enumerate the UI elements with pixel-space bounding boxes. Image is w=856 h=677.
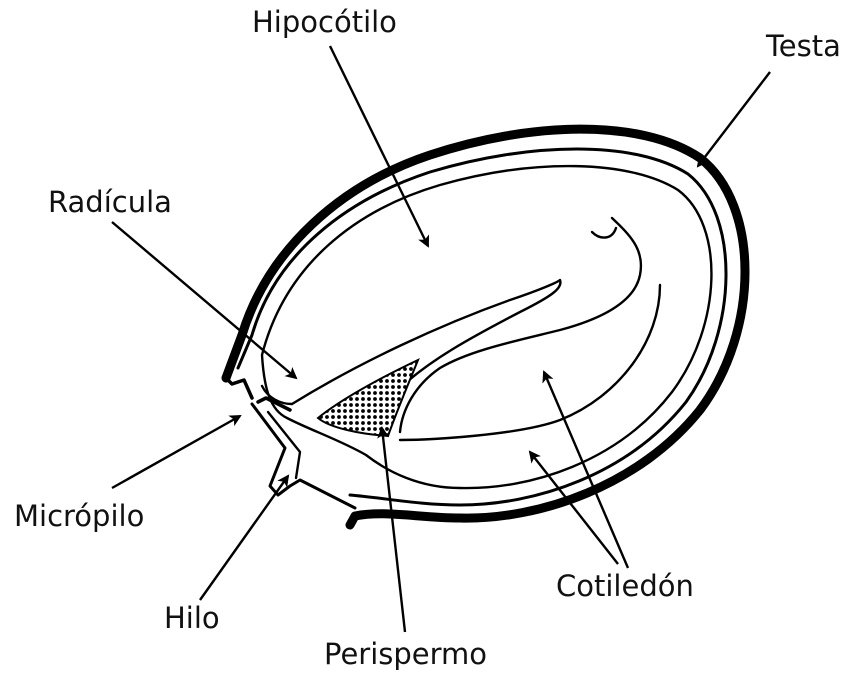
cotyledon-outer-fold xyxy=(400,218,641,432)
arrow-hilo xyxy=(200,476,288,600)
arrow-perispermo xyxy=(382,428,405,632)
arrow-radicula xyxy=(112,222,296,378)
arrow-testa xyxy=(698,72,770,166)
cotyledon-inner-fold xyxy=(400,285,660,440)
label-cotiledon: Cotiledón xyxy=(556,569,694,603)
label-micropilo: Micrópilo xyxy=(14,499,144,533)
label-hipocotilo: Hipocótilo xyxy=(252,5,397,39)
label-perispermo: Perispermo xyxy=(324,637,487,671)
arrow-hipocotilo xyxy=(330,46,428,246)
micropyle-notch xyxy=(226,378,252,398)
label-hilo: Hilo xyxy=(164,601,220,635)
arrow-cotiledon-1 xyxy=(544,372,628,568)
perisperm-region xyxy=(318,360,418,436)
label-testa: Testa xyxy=(765,29,841,63)
testa-outline xyxy=(226,129,745,525)
label-radicula: Radícula xyxy=(48,185,172,219)
arrow-micropilo xyxy=(112,416,240,488)
plumule-hook xyxy=(592,228,616,238)
